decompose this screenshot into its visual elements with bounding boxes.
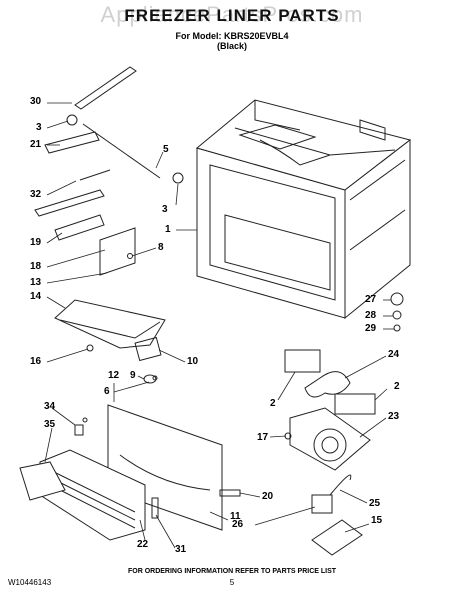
callout-10: 10 (187, 356, 199, 367)
watermark: AppliancePartsPros.com (100, 2, 364, 27)
model-color: (Black) (216, 41, 247, 51)
callout-3b: 3 (162, 204, 168, 215)
callout-6: 6 (104, 386, 110, 397)
callout-32: 32 (30, 189, 42, 200)
callout-29: 29 (365, 323, 377, 334)
callout-17: 17 (257, 432, 269, 443)
callout-26: 26 (232, 519, 244, 530)
callout-2b: 2 (394, 381, 400, 392)
callout-35: 35 (44, 419, 56, 430)
page-number: 5 (229, 578, 235, 587)
callout-13: 13 (30, 277, 42, 288)
callout-23: 23 (388, 411, 400, 422)
document-number: W10446143 (8, 578, 52, 587)
callout-16: 16 (30, 356, 42, 367)
callout-20: 20 (262, 491, 274, 502)
callout-30: 30 (30, 96, 42, 107)
rails-and-rods (35, 67, 183, 275)
callout-34: 34 (44, 401, 56, 412)
callout-18: 18 (30, 261, 42, 272)
leader-lines (45, 103, 394, 548)
callout-28: 28 (365, 310, 377, 321)
callout-22: 22 (137, 539, 149, 550)
lower-cover-grille (20, 405, 240, 540)
callout-8: 8 (158, 242, 164, 253)
callout-19: 19 (30, 237, 42, 248)
page-title: FREEZER LINER PARTS (124, 6, 340, 25)
callout-11: 11 (230, 511, 241, 522)
callout-27: 27 (365, 294, 377, 305)
callout-3: 3 (36, 122, 42, 133)
ordering-note: FOR ORDERING INFORMATION REFER TO PARTS … (127, 568, 337, 575)
callout-9: 9 (130, 370, 136, 381)
callout-2: 2 (270, 398, 276, 409)
callout-12: 12 (108, 370, 120, 381)
callout-1: 1 (165, 224, 171, 235)
shelf-pan (55, 300, 165, 383)
callout-14: 14 (30, 291, 42, 302)
callout-15: 15 (371, 515, 383, 526)
callout-24: 24 (388, 349, 400, 360)
callout-5: 5 (163, 144, 169, 155)
callout-25: 25 (369, 498, 381, 509)
model-number: For Model: KBRS20EVBL4 (175, 31, 289, 41)
freezer-liner (197, 100, 410, 318)
callout-31: 31 (175, 544, 187, 555)
fan-assembly (285, 293, 403, 555)
callout-21: 21 (30, 139, 42, 150)
